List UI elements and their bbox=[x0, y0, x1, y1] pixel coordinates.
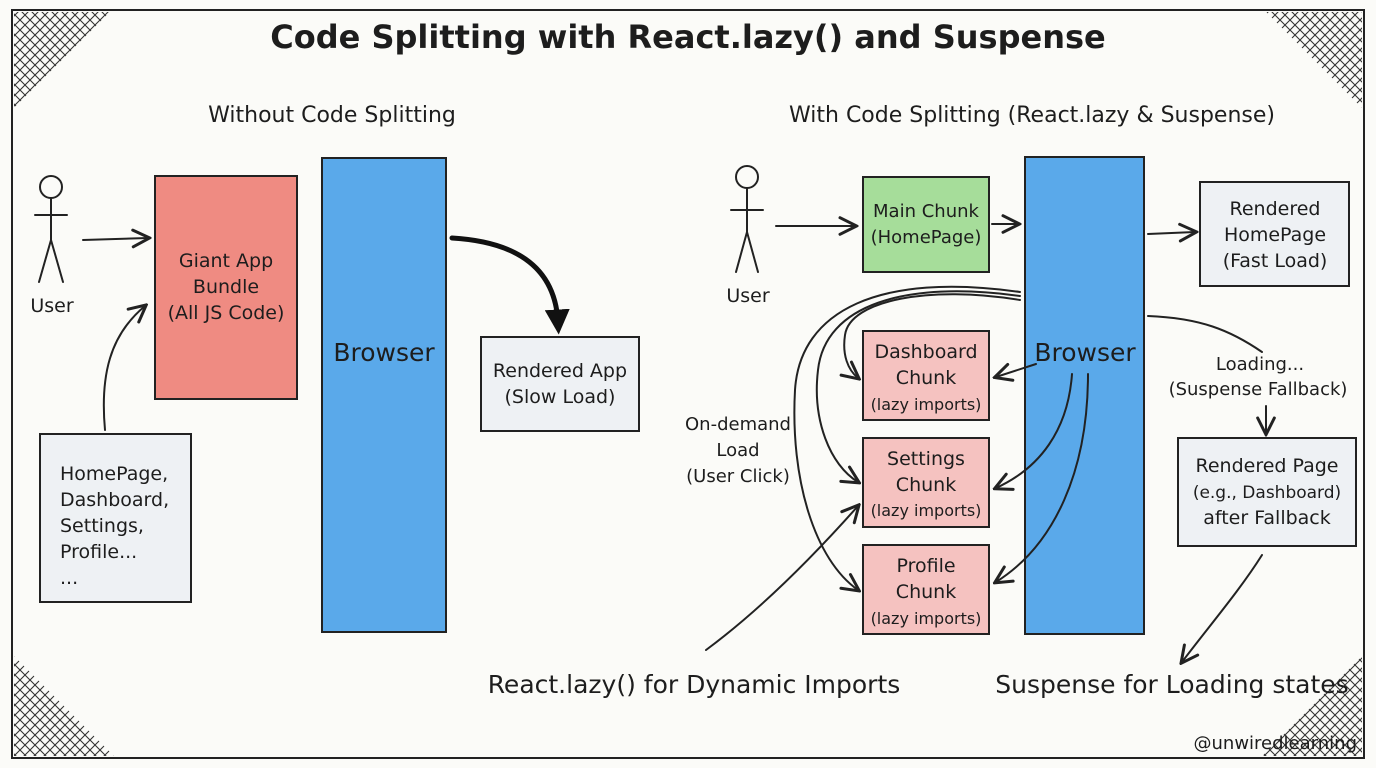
arrow-sources-to-bundle bbox=[102, 306, 145, 431]
dashboard-chunk-line-1: Dashboard bbox=[874, 341, 977, 363]
arrow-user-to-bundle bbox=[82, 238, 148, 240]
profile-chunk-box bbox=[862, 544, 990, 635]
main-chunk-line-1: Main Chunk bbox=[873, 201, 979, 222]
dashboard-chunk-line-3: (lazy imports) bbox=[871, 395, 982, 414]
left-user-figure bbox=[34, 175, 68, 283]
source-line-4: Profile... bbox=[60, 541, 137, 563]
on-demand-line-1: On-demand bbox=[685, 414, 791, 435]
on-demand-line-2: Load bbox=[716, 440, 759, 461]
left-user-label: User bbox=[30, 295, 73, 317]
frame-border bbox=[11, 9, 1365, 759]
right-browser-box bbox=[1024, 156, 1145, 635]
arrow-lazy-caption bbox=[705, 506, 858, 651]
main-chunk-line-2: (HomePage) bbox=[871, 227, 982, 248]
right-heading: With Code Splitting (React.lazy & Suspen… bbox=[789, 103, 1275, 128]
suspense-caption: Suspense for Loading states bbox=[995, 670, 1348, 699]
left-heading: Without Code Splitting bbox=[208, 103, 456, 128]
rendered-page-line-1: Rendered Page bbox=[1195, 455, 1338, 477]
source-files-box bbox=[39, 433, 192, 603]
rendered-home-line-1: Rendered bbox=[1230, 198, 1321, 220]
arrow-browser-to-rendered-home bbox=[1147, 232, 1195, 234]
bundle-line-2: Bundle bbox=[193, 276, 259, 298]
settings-chunk-line-1: Settings bbox=[887, 448, 965, 470]
main-chunk-box bbox=[862, 176, 990, 273]
bundle-line-3: (All JS Code) bbox=[168, 302, 285, 324]
source-line-2: Dashboard, bbox=[60, 489, 169, 511]
left-browser-box bbox=[321, 157, 447, 633]
profile-chunk-line-3: (lazy imports) bbox=[871, 609, 982, 628]
rendered-app-line-2: (Slow Load) bbox=[505, 386, 616, 408]
source-line-1: HomePage, bbox=[60, 463, 168, 485]
rendered-home-line-2: HomePage bbox=[1224, 224, 1326, 246]
bundle-line-1: Giant App bbox=[179, 250, 273, 272]
left-browser-label: Browser bbox=[333, 338, 435, 367]
right-user-figure bbox=[730, 165, 764, 273]
arrow-suspense-caption bbox=[1182, 554, 1263, 662]
arrow-browser-to-dashboard bbox=[996, 364, 1037, 377]
dashboard-chunk-box bbox=[862, 330, 990, 421]
profile-chunk-line-1: Profile bbox=[896, 555, 955, 577]
right-user-label: User bbox=[726, 285, 769, 307]
settings-chunk-box bbox=[862, 437, 990, 528]
rendered-home-line-3: (Fast Load) bbox=[1223, 250, 1328, 272]
on-demand-line-3: (User Click) bbox=[686, 466, 790, 487]
rendered-page-box bbox=[1177, 437, 1357, 547]
settings-chunk-line-3: (lazy imports) bbox=[871, 501, 982, 520]
arrow-browser-to-rendered-app bbox=[449, 235, 570, 335]
corner-hatch-top-left bbox=[14, 12, 110, 108]
rendered-home-box bbox=[1199, 181, 1350, 287]
arrow-on-demand-dashboard bbox=[844, 293, 1021, 378]
page-title: Code Splitting with React.lazy() and Sus… bbox=[270, 18, 1105, 56]
loading-line-2: (Suspense Fallback) bbox=[1169, 379, 1348, 400]
right-browser-label: Browser bbox=[1034, 338, 1136, 367]
profile-chunk-line-2: Chunk bbox=[896, 581, 956, 603]
corner-hatch-bottom-left bbox=[14, 656, 114, 756]
lazy-caption: React.lazy() for Dynamic Imports bbox=[488, 670, 901, 699]
corner-hatch-bottom-right bbox=[1262, 656, 1362, 756]
rendered-app-box bbox=[480, 336, 640, 432]
rendered-page-line-2: (e.g., Dashboard) bbox=[1193, 483, 1341, 503]
source-line-3: Settings, bbox=[60, 515, 144, 537]
loading-line-1: Loading... bbox=[1216, 354, 1304, 375]
arrow-on-demand-settings bbox=[815, 290, 1021, 482]
arrow-browser-to-settings bbox=[996, 373, 1073, 488]
rendered-page-line-3: after Fallback bbox=[1203, 507, 1331, 529]
corner-hatch-top-right bbox=[1266, 12, 1362, 108]
credit-watermark: @unwiredlearning bbox=[1194, 733, 1357, 754]
dashboard-chunk-line-2: Chunk bbox=[896, 367, 956, 389]
arrow-browser-to-profile bbox=[996, 373, 1089, 582]
arrow-browser-to-loading bbox=[1147, 315, 1263, 353]
giant-bundle-box bbox=[154, 175, 298, 400]
settings-chunk-line-2: Chunk bbox=[896, 474, 956, 496]
source-line-5: ... bbox=[60, 567, 78, 589]
rendered-app-line-1: Rendered App bbox=[493, 360, 627, 382]
